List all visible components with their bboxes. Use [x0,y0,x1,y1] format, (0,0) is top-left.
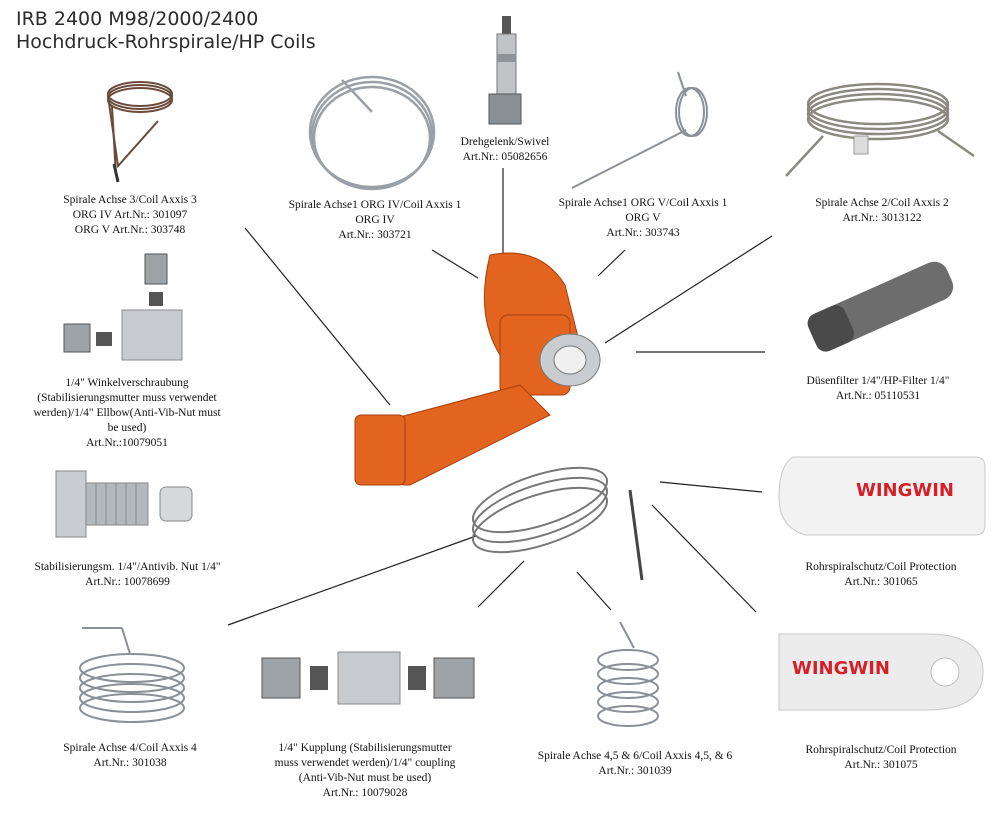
wingwin-logo-2: WINGWIN [791,658,890,679]
coil-protection-2-image [778,633,984,711]
coil-protection-1-image [778,456,986,536]
swivel-image [488,16,522,125]
robot-arm-image [354,252,644,581]
hp-filter-image [807,261,954,352]
page-subtitle: Hochdruck-Rohrspirale/HP Coils [16,31,316,53]
label-hp-filter: Düsenfilter 1/4"/HP-Filter 1/4"Art.Nr.: … [806,375,950,402]
antivib-nut-image [55,470,193,538]
label-antivib-nut: Stabilisierungsm. 1/4"/Antivib. Nut 1/4"… [34,561,221,588]
coupling-image [261,651,475,705]
coil-axis4-image [79,627,185,723]
coil-axis1-iv-image [308,75,436,191]
page-title: IRB 2400 M98/2000/2400 [16,8,259,30]
wingwin-logo: WINGWIN [855,480,954,501]
coil-axis3-image [107,81,173,183]
coil-axis2-image [785,82,975,177]
label-coil-axis456: Spirale Achse 4,5 & 6/Coil Axxis 4,5, & … [537,750,733,777]
elbow-fitting-image [63,253,183,361]
label-elbow: 1/4" Winkelverschraubung(Stabilisierungs… [33,377,221,449]
coil-axis1-v-image [571,71,708,189]
coil-axis456-image [597,621,659,727]
